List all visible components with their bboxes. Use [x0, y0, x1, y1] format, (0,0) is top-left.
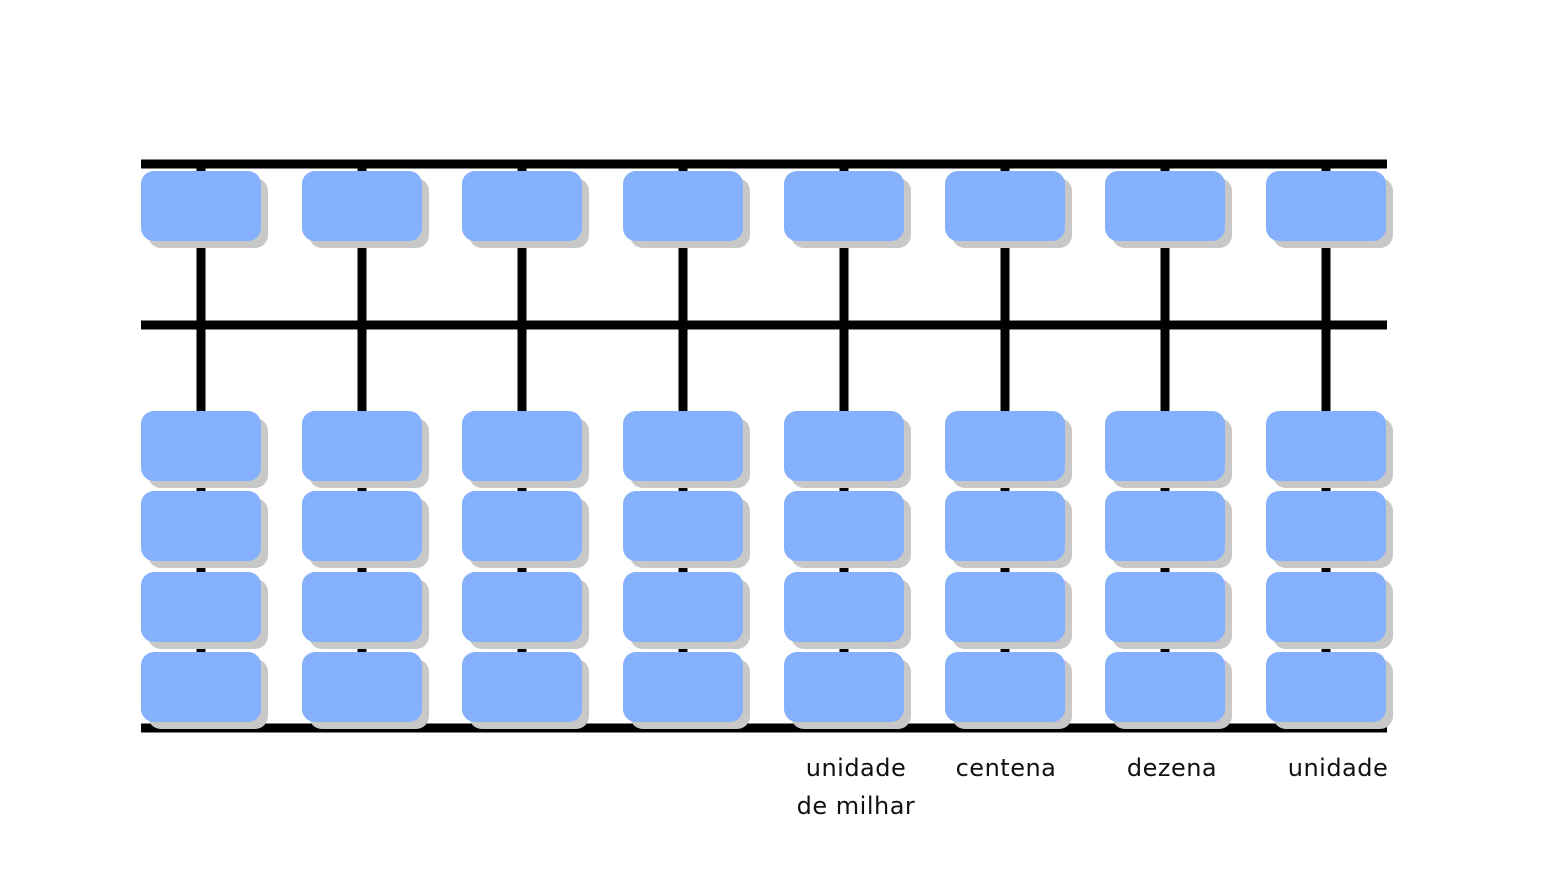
- bead-body: [141, 491, 261, 561]
- bead-body: [623, 411, 743, 481]
- bead-body: [945, 411, 1065, 481]
- upper-bead: [141, 171, 268, 248]
- bead-body: [784, 171, 904, 241]
- bead-body: [784, 491, 904, 561]
- lower-bead: [945, 491, 1072, 568]
- upper-bead: [1266, 171, 1393, 248]
- bead-body: [302, 652, 422, 722]
- bead-body: [462, 411, 582, 481]
- bead-body: [462, 572, 582, 642]
- upper-bead: [302, 171, 429, 248]
- lower-bead: [1266, 652, 1393, 729]
- lower-bead: [302, 491, 429, 568]
- lower-bead: [462, 491, 589, 568]
- lower-bead: [1105, 652, 1232, 729]
- bead-body: [623, 491, 743, 561]
- lower-bead: [945, 652, 1072, 729]
- label-line: unidade: [805, 754, 907, 782]
- bead-body: [1266, 572, 1386, 642]
- lower-bead: [784, 411, 911, 488]
- lower-bead: [784, 652, 911, 729]
- bead-body: [141, 411, 261, 481]
- bead-body: [1266, 171, 1386, 241]
- lower-bead: [1105, 411, 1232, 488]
- lower-bead: [1266, 491, 1393, 568]
- lower-bead: [945, 572, 1072, 649]
- lower-bead: [141, 652, 268, 729]
- lower-bead: [1105, 572, 1232, 649]
- label-line: unidade: [1287, 754, 1389, 782]
- lower-bead: [302, 572, 429, 649]
- bead-body: [1105, 572, 1225, 642]
- lower-bead: [141, 411, 268, 488]
- bead-body: [784, 652, 904, 722]
- bead-body: [1266, 491, 1386, 561]
- upper-bead: [462, 171, 589, 248]
- bead-body: [462, 171, 582, 241]
- bead-body: [945, 491, 1065, 561]
- lower-bead: [623, 652, 750, 729]
- lower-bead: [623, 572, 750, 649]
- bead-body: [302, 491, 422, 561]
- lower-bead: [141, 491, 268, 568]
- upper-bead: [945, 171, 1072, 248]
- bead-body: [1266, 411, 1386, 481]
- lower-bead: [1266, 411, 1393, 488]
- lower-bead: [1266, 572, 1393, 649]
- lower-bead: [302, 652, 429, 729]
- lower-bead: [462, 652, 589, 729]
- label-centena: centena: [926, 749, 1086, 787]
- lower-bead: [462, 411, 589, 488]
- lower-bead: [302, 411, 429, 488]
- bead-body: [784, 572, 904, 642]
- label-unidade-de-milhar: unidade de milhar: [776, 749, 936, 825]
- lower-bead: [784, 572, 911, 649]
- bead-body: [141, 171, 261, 241]
- bead-body: [141, 652, 261, 722]
- bead-body: [1105, 491, 1225, 561]
- bead-body: [1105, 411, 1225, 481]
- bead-body: [1105, 652, 1225, 722]
- bead-body: [302, 411, 422, 481]
- bead-body: [623, 572, 743, 642]
- bead-body: [302, 171, 422, 241]
- bead-body: [945, 572, 1065, 642]
- upper-bead: [623, 171, 750, 248]
- bead-body: [1105, 171, 1225, 241]
- lower-bead: [462, 572, 589, 649]
- lower-bead: [945, 411, 1072, 488]
- label-line: dezena: [1126, 754, 1218, 782]
- abacus-beads: [141, 171, 1393, 729]
- upper-bead: [1105, 171, 1232, 248]
- lower-bead: [1105, 491, 1232, 568]
- label-unidade: unidade: [1258, 749, 1418, 787]
- bead-body: [302, 572, 422, 642]
- bead-body: [945, 171, 1065, 241]
- bead-body: [1266, 652, 1386, 722]
- lower-bead: [623, 491, 750, 568]
- bead-body: [141, 572, 261, 642]
- bead-body: [623, 652, 743, 722]
- label-line: de milhar: [796, 792, 916, 820]
- bead-body: [784, 411, 904, 481]
- upper-bead: [784, 171, 911, 248]
- lower-bead: [623, 411, 750, 488]
- bead-body: [462, 652, 582, 722]
- label-dezena: dezena: [1092, 749, 1252, 787]
- bead-body: [623, 171, 743, 241]
- lower-bead: [784, 491, 911, 568]
- bead-body: [462, 491, 582, 561]
- lower-bead: [141, 572, 268, 649]
- bead-body: [945, 652, 1065, 722]
- label-line: centena: [955, 754, 1057, 782]
